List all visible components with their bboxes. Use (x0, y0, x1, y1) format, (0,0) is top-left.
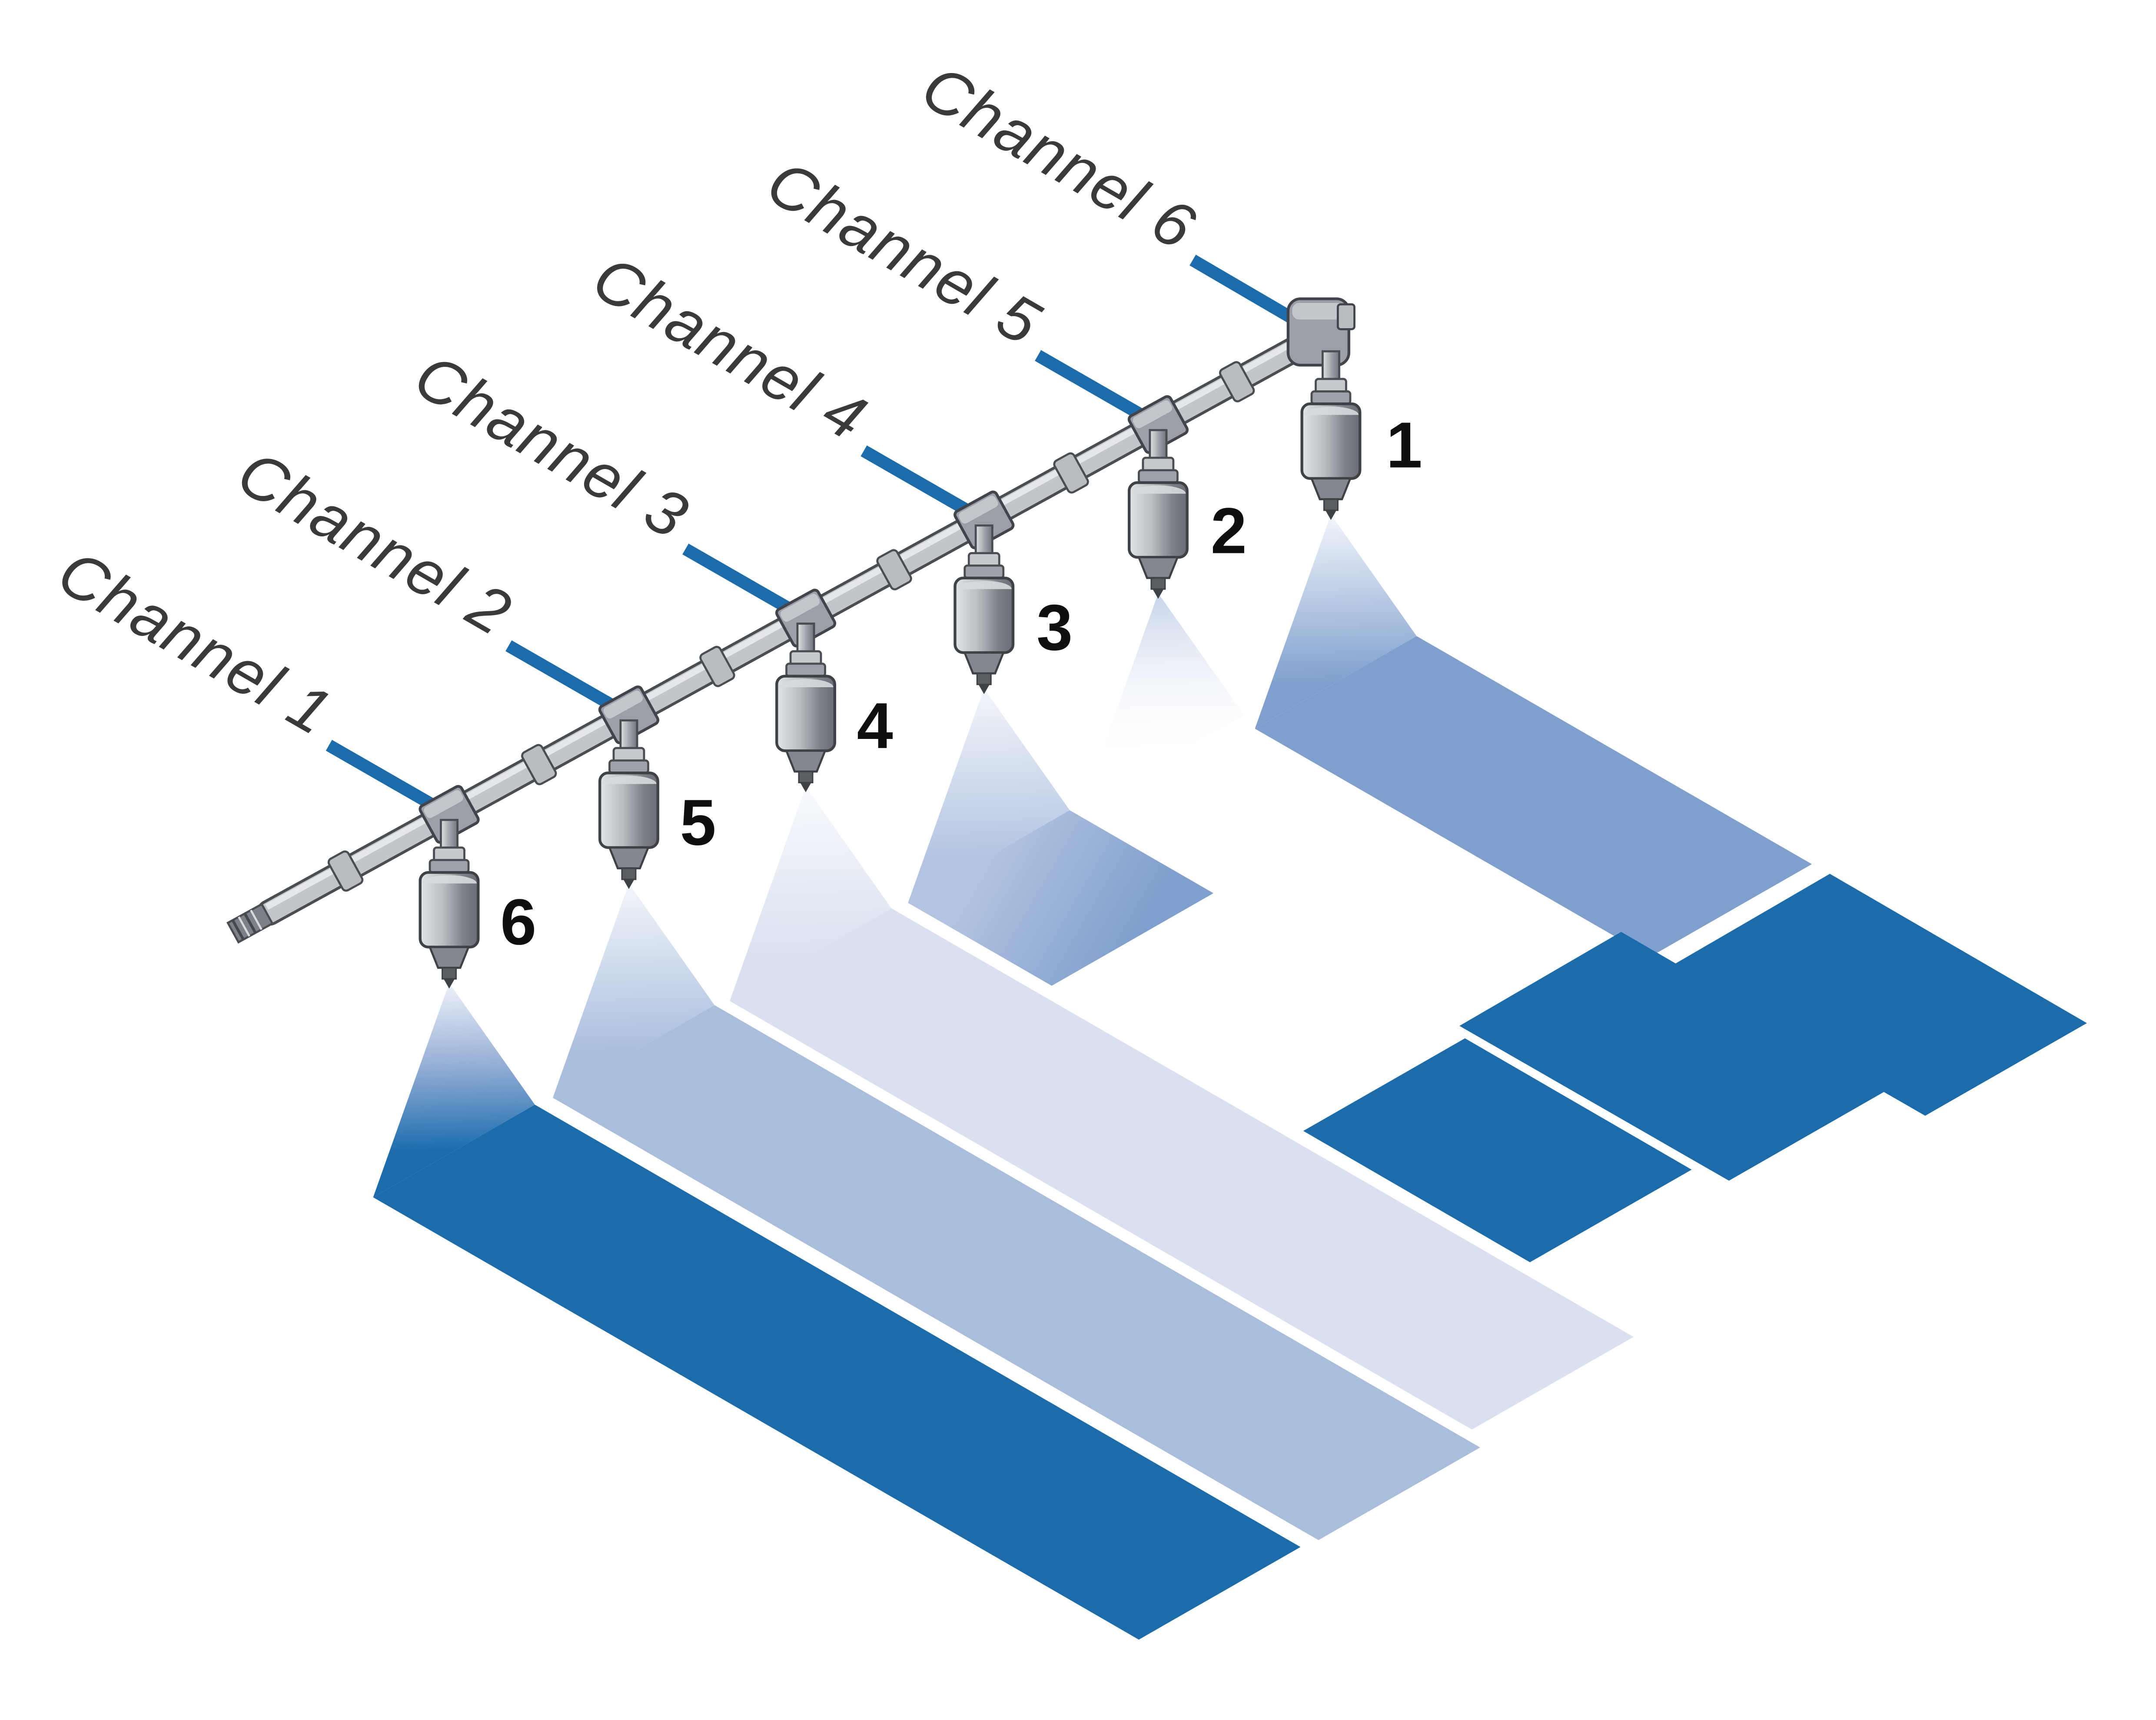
spray-segment-2-dark (1459, 932, 1891, 1181)
nozzle-number-6: 6 (500, 885, 536, 958)
nozzle-number-3: 3 (1036, 591, 1073, 664)
channel-labels: Channel 1 Channel 2 Channel 3 Channel 4 … (47, 51, 1207, 749)
nozzle-number-2: 2 (1211, 495, 1247, 567)
spray-band-6 (373, 1105, 1301, 1640)
channel-label-5: Channel 5 (756, 146, 1053, 359)
spray-patterns (373, 514, 2087, 1640)
spray-fan-1 (1255, 514, 1417, 729)
spray-pattern-nozzle-3 (908, 689, 1692, 1262)
spray-pattern-nozzle-6 (373, 983, 1301, 1640)
nozzle-3 (955, 526, 1013, 694)
channel-label-3: Channel 3 (403, 340, 701, 552)
spray-band-3-short (908, 810, 1214, 986)
spray-fan-2 (1082, 593, 1244, 808)
nozzle-number-5: 5 (680, 786, 716, 859)
nozzle-2 (1129, 430, 1187, 599)
spray-pattern-nozzle-5 (553, 883, 1480, 1540)
spray-fan-6 (373, 983, 535, 1198)
spray-pattern-nozzle-1 (1255, 514, 2087, 1116)
nozzle-6 (420, 820, 478, 988)
spray-pattern-nozzle-2 (1082, 593, 1891, 1181)
spray-fan-4 (730, 786, 892, 1001)
nozzle-number-4: 4 (857, 689, 893, 762)
nozzle-4 (777, 624, 835, 792)
spray-band-5 (553, 1005, 1480, 1540)
nozzle-5 (600, 720, 658, 889)
spray-pattern-nozzle-4 (730, 786, 1634, 1430)
spray-segment-3-dark (1303, 1038, 1692, 1262)
nozzle-1 (1302, 351, 1360, 520)
spray-band-1-dark (1668, 874, 2087, 1116)
spray-fan-3 (908, 689, 1070, 903)
spray-fan-5 (553, 883, 715, 1098)
spray-band-1-medium (1255, 636, 1812, 957)
spray-band-4 (730, 908, 1634, 1430)
channel-label-2: Channel 2 (226, 436, 524, 649)
channel-label-4: Channel 4 (581, 242, 879, 454)
pipe-thread-end (226, 902, 274, 944)
channel-label-1: Channel 1 (47, 536, 344, 749)
nozzle-number-1: 1 (1386, 409, 1422, 481)
boom-pipe (226, 297, 1355, 944)
pipe-elbow (1286, 297, 1355, 367)
channel-label-6: Channel 6 (910, 51, 1208, 263)
nozzle-numbers: 1 2 3 4 5 6 (500, 409, 1422, 958)
